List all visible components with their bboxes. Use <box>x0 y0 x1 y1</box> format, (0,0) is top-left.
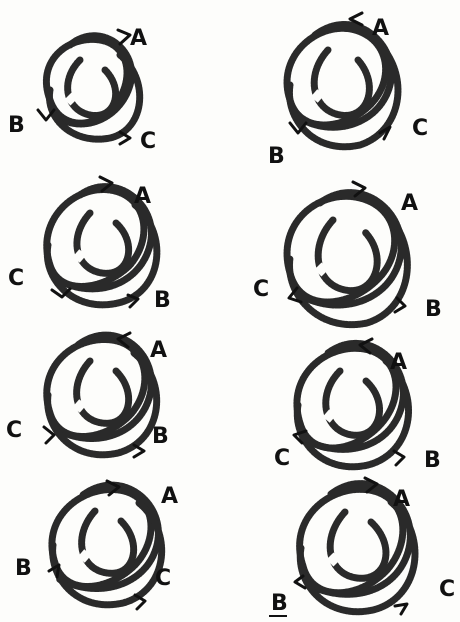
knot-strand <box>52 331 155 442</box>
label-b: B <box>8 113 25 138</box>
label-c: C <box>274 446 290 471</box>
arrow-icon <box>393 296 407 314</box>
arrow-icon <box>50 287 72 299</box>
arrow-icon <box>133 593 147 611</box>
knot-strand <box>43 201 161 309</box>
knot-strand <box>73 209 133 277</box>
arrow-icon <box>351 180 367 198</box>
knot-strand <box>54 183 155 293</box>
arrow-icon <box>105 479 121 497</box>
label-c: C <box>439 577 455 602</box>
label-c: C <box>412 116 428 141</box>
arrow-icon <box>288 121 308 135</box>
label-b: B <box>425 297 442 322</box>
knot-strand <box>322 367 383 439</box>
arrow-icon <box>118 130 132 146</box>
knot-strand <box>326 508 390 582</box>
label-a: A <box>150 338 167 363</box>
label-b: B <box>268 144 285 169</box>
knot-strand <box>64 56 120 119</box>
knot-strand <box>44 349 161 459</box>
arrow-icon <box>393 602 409 616</box>
arrow-icon <box>292 429 308 445</box>
knot-strand <box>49 499 166 609</box>
label-a: A <box>390 350 407 375</box>
arrow-icon <box>47 563 61 579</box>
knot-strand <box>45 51 144 143</box>
knot-diagram-1: A B C <box>8 26 156 154</box>
label-c: C <box>155 566 171 591</box>
label-b: B <box>271 591 288 616</box>
label-a: A <box>134 184 151 209</box>
arrow-icon <box>358 337 374 355</box>
arrow-icon <box>42 425 56 445</box>
knot-strand <box>285 36 402 151</box>
knot-strand <box>293 357 412 471</box>
label-c: C <box>253 277 269 302</box>
arrow-icon <box>348 11 364 27</box>
label-c: C <box>6 418 22 443</box>
knot-strand <box>286 206 411 329</box>
knot-strand <box>310 46 373 119</box>
label-a: A <box>161 484 178 509</box>
knot-strand <box>303 480 414 598</box>
knot-diagram-5: A C B <box>6 331 169 459</box>
knot-strand <box>51 32 135 128</box>
arrow-icon <box>363 476 379 494</box>
arrow-icon <box>98 175 114 193</box>
knot-diagram-8: A B C <box>269 476 455 617</box>
arrow-icon <box>287 286 303 304</box>
arrow-icon <box>378 125 392 141</box>
label-b: B <box>15 556 32 581</box>
label-a: A <box>393 487 410 512</box>
knot-strand <box>78 507 138 577</box>
arrow-icon <box>132 443 146 459</box>
arrow-icon <box>126 293 140 309</box>
knot-diagram-3: A C B <box>8 175 171 313</box>
label-a: A <box>401 191 418 216</box>
knot-strand <box>314 216 381 295</box>
label-a: A <box>372 16 389 41</box>
label-c: C <box>140 129 156 154</box>
label-a: A <box>130 26 147 51</box>
knot-strand <box>291 21 395 131</box>
knot-diagram-7: A B C <box>15 479 178 611</box>
knot-strand <box>73 357 133 427</box>
arrow-icon <box>392 449 406 467</box>
knot-diagram-6: A C B <box>274 337 441 473</box>
knot-diagram-4: A C B <box>253 180 442 329</box>
knot-strand <box>296 498 419 616</box>
arrow-icon <box>116 28 132 46</box>
knot-diagram-2: A B C <box>268 11 428 169</box>
label-b: B <box>154 288 171 313</box>
arrow-icon <box>293 574 307 590</box>
label-b: B <box>152 424 169 449</box>
label-b: B <box>424 448 441 473</box>
label-c: C <box>8 266 24 291</box>
arrow-icon <box>116 331 132 349</box>
arrow-icon <box>36 108 56 122</box>
